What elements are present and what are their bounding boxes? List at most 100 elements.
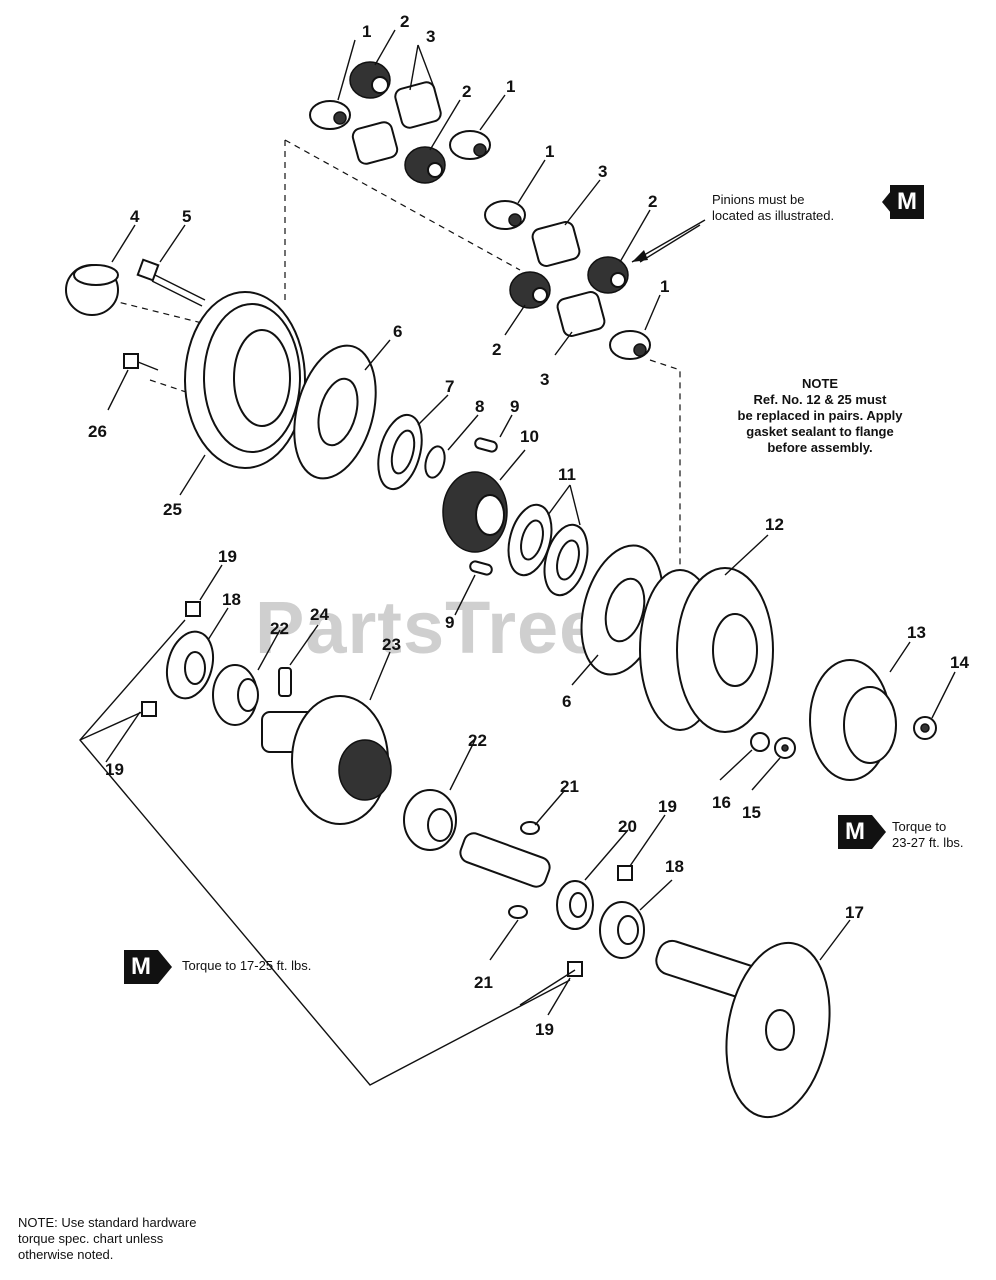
note-line: before assembly. xyxy=(767,440,873,455)
callout-1: 1 xyxy=(660,277,669,296)
callout-16: 16 xyxy=(712,793,731,812)
callout-6: 6 xyxy=(562,692,571,711)
m-badge-icon: M xyxy=(890,185,924,219)
flange-housing-25 xyxy=(184,291,306,469)
m-badge-arrow-icon xyxy=(158,950,172,984)
bearing-22a xyxy=(212,664,259,726)
callout-26: 26 xyxy=(88,422,107,441)
spring-1d xyxy=(609,330,651,360)
footer-note: NOTE: Use standard hardware torque spec.… xyxy=(18,1215,196,1263)
torque-line: 23-27 ft. lbs. xyxy=(892,835,964,850)
washer-7 xyxy=(377,413,423,491)
callout-8: 8 xyxy=(475,397,484,416)
note-line: Ref. No. 12 & 25 must xyxy=(753,392,887,407)
footer-line: torque spec. chart unless xyxy=(18,1231,164,1246)
setscrew-19a xyxy=(185,601,201,617)
callout-4: 4 xyxy=(130,207,140,226)
key-9a xyxy=(474,437,498,453)
callout-3: 3 xyxy=(426,27,435,46)
callout-7: 7 xyxy=(445,377,454,396)
pinion-2b xyxy=(404,146,446,184)
callout-12: 12 xyxy=(765,515,784,534)
alignment-line xyxy=(284,139,521,271)
washer-11a xyxy=(507,503,553,577)
torque-line: Torque to xyxy=(892,819,947,834)
partstree-watermark: PartsTree xyxy=(255,586,602,669)
pinion-note: Pinions must be located as illustrated. xyxy=(712,192,834,224)
cap-4 xyxy=(65,264,119,316)
note-line: gasket sealant to flange xyxy=(746,424,894,439)
gasket-6a xyxy=(293,344,377,480)
callout-9: 9 xyxy=(445,613,454,632)
spacer-3d xyxy=(556,291,606,337)
callout-1: 1 xyxy=(545,142,554,161)
axle-17 xyxy=(655,939,831,1119)
spacer-3b xyxy=(351,121,399,165)
callout-3: 3 xyxy=(598,162,607,181)
m-badge-arrow-icon xyxy=(872,815,886,849)
pinion-note-line: Pinions must be xyxy=(712,192,805,207)
callout-6: 6 xyxy=(393,322,402,341)
callout-19: 19 xyxy=(105,760,124,779)
pinion-note-line: located as illustrated. xyxy=(712,208,835,223)
fitting-24 xyxy=(278,667,292,697)
callout-10: 10 xyxy=(520,427,539,446)
m-badge-icon: M xyxy=(838,815,872,849)
callout-19: 19 xyxy=(535,1020,554,1039)
setscrew-19b xyxy=(141,701,157,717)
callout-22: 22 xyxy=(468,731,487,750)
callout-22: 22 xyxy=(270,619,289,638)
callout-19: 19 xyxy=(218,547,237,566)
spring-1a xyxy=(309,100,351,130)
gear-10 xyxy=(442,471,508,553)
callout-5: 5 xyxy=(182,207,191,226)
collar-18a xyxy=(165,630,215,700)
callout-21: 21 xyxy=(474,973,493,992)
pinion-2a xyxy=(349,61,391,99)
callout-9: 9 xyxy=(510,397,519,416)
callout-11: 11 xyxy=(558,465,576,484)
callout-1: 1 xyxy=(506,77,515,96)
group-bracket xyxy=(79,711,143,741)
spacer-3c xyxy=(531,221,581,267)
housing-12 xyxy=(639,567,774,733)
callout-20: 20 xyxy=(618,817,637,836)
callout-13: 13 xyxy=(907,623,926,642)
key-21b xyxy=(508,905,528,919)
callout-2: 2 xyxy=(492,340,501,359)
callout-25: 25 xyxy=(163,500,182,519)
ring-8 xyxy=(424,445,446,479)
bearing-22b xyxy=(403,789,457,851)
m-badge-icon: M xyxy=(124,950,158,984)
callout-1: 1 xyxy=(362,22,371,41)
footer-line: NOTE: Use standard hardware xyxy=(18,1215,197,1230)
pinion-2c xyxy=(587,256,629,294)
torque-note-left: Torque to 17-25 ft. lbs. xyxy=(182,958,312,973)
nut-14 xyxy=(913,716,937,740)
spacer-3a xyxy=(394,81,442,129)
group-bracket xyxy=(79,619,571,1086)
nut-15 xyxy=(774,737,796,759)
washer-11b xyxy=(543,523,589,597)
screw-26 xyxy=(123,353,159,371)
alignment-line xyxy=(149,379,196,396)
lockwasher-16 xyxy=(750,732,770,752)
callout-14: 14 xyxy=(950,653,969,672)
note-line: be replaced in pairs. Apply xyxy=(737,408,903,423)
callout-3: 3 xyxy=(540,370,549,389)
bolt-5 xyxy=(136,258,206,307)
callout-2: 2 xyxy=(462,82,471,101)
pinion-2d xyxy=(509,271,551,309)
callout-2: 2 xyxy=(648,192,657,211)
callout-15: 15 xyxy=(742,803,761,822)
callout-21: 21 xyxy=(560,777,579,796)
callout-2: 2 xyxy=(400,12,409,31)
washer-20 xyxy=(556,880,594,930)
spring-1c xyxy=(484,200,526,230)
callout-18: 18 xyxy=(222,590,241,609)
alignment-line xyxy=(649,359,681,590)
setscrew-19c xyxy=(617,865,633,881)
axle-hub-23 xyxy=(261,695,392,825)
callout-23: 23 xyxy=(382,635,401,654)
footer-line: otherwise noted. xyxy=(18,1247,114,1262)
